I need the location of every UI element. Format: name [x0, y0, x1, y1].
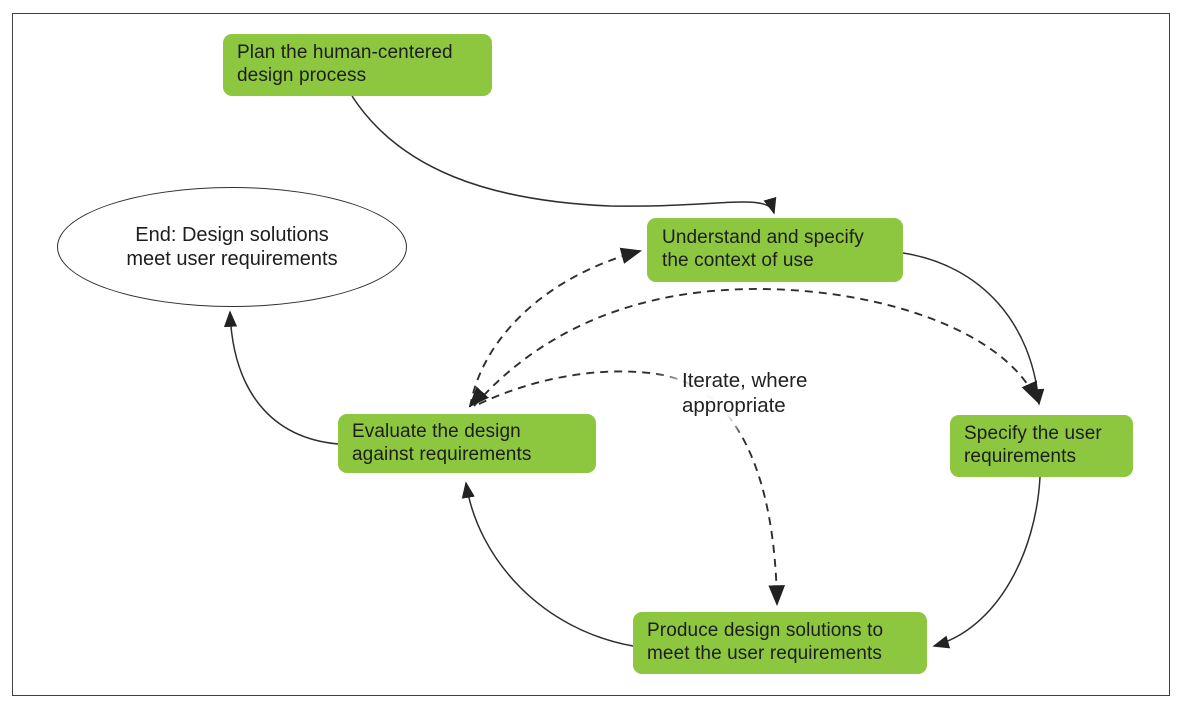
arrow-evaluate-to-specify-dashed [473, 288, 1038, 407]
iterate-annotation: Iterate, where appropriate [682, 368, 872, 418]
diagram-frame [12, 13, 1170, 696]
node-end-ellipse: End: Design solutions meet user requirem… [57, 187, 407, 307]
node-produce: Produce design solutions to meet the use… [633, 612, 927, 674]
arrow-plan-to-understand [351, 95, 777, 215]
iterate-annotation-label: Iterate, where appropriate [682, 369, 808, 417]
node-specify-label: Specify the user requirements [964, 423, 1102, 467]
node-understand: Understand and specify the context of us… [647, 218, 903, 282]
node-plan: Plan the human-centered design process [223, 34, 492, 96]
node-specify: Specify the user requirements [950, 415, 1133, 477]
node-produce-label: Produce design solutions to meet the use… [647, 620, 884, 664]
node-evaluate-label: Evaluate the design against requirements [352, 420, 532, 465]
arrow-understand-to-specify [902, 252, 1045, 406]
node-evaluate: Evaluate the design against requirements [338, 414, 596, 473]
arrow-evaluate-to-end [223, 310, 339, 445]
arrow-produce-to-evaluate [461, 481, 634, 647]
arrow-specify-to-produce [932, 476, 1041, 649]
node-end-label: End: Design solutions meet user requirem… [126, 223, 338, 270]
arrowhead-into-evaluate [468, 386, 489, 408]
node-plan-label: Plan the human-centered design process [237, 42, 453, 86]
node-understand-label: Understand and specify the context of us… [662, 227, 864, 271]
